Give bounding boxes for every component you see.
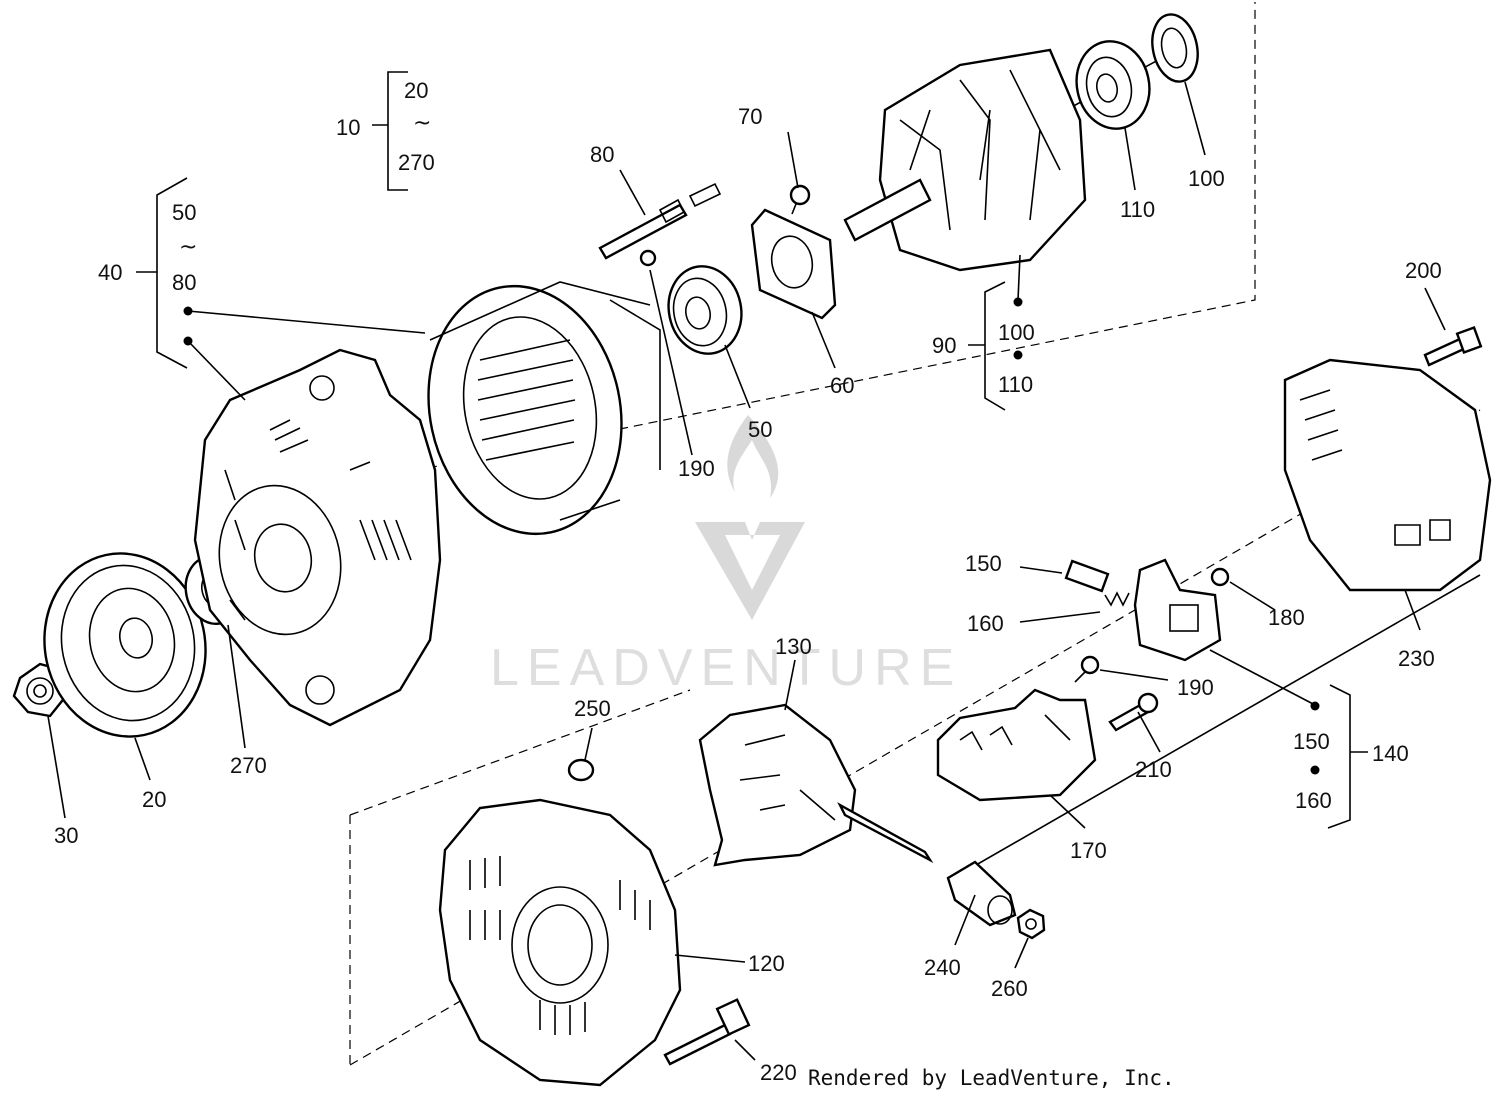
- insulator-240: [946, 860, 1017, 927]
- label-150-sub: 150: [1293, 729, 1330, 754]
- render-credit: Rendered by LeadVenture, Inc.: [808, 1066, 1175, 1090]
- label-260: 260: [991, 976, 1028, 1001]
- rotor-90: [843, 48, 1087, 272]
- label-90: 90: [932, 333, 956, 358]
- screw-190-lower: [1074, 655, 1100, 683]
- label-20: 20: [142, 787, 166, 812]
- label-30: 30: [54, 823, 78, 848]
- watermark-text: LEADVENTURE: [490, 639, 962, 697]
- rectifier-130: [698, 703, 934, 867]
- label-80: 80: [590, 142, 614, 167]
- label-270-range: 270: [398, 150, 435, 175]
- nut-250: [567, 758, 595, 782]
- label-170: 170: [1070, 838, 1107, 863]
- label-40: 40: [98, 260, 122, 285]
- rear-end-frame-120: [438, 798, 682, 1087]
- bearing-50: [667, 265, 743, 355]
- label-10: 10: [336, 115, 360, 140]
- label-50: 50: [748, 417, 772, 442]
- leadventure-watermark-logo: LEADVENTURE: [490, 415, 962, 697]
- label-110: 110: [1120, 197, 1155, 222]
- bracket-40: [136, 177, 188, 369]
- label-140: 140: [1372, 741, 1409, 766]
- bracket-90: [968, 281, 1006, 411]
- label-150: 150: [965, 551, 1002, 576]
- bolt-220: [663, 998, 751, 1066]
- label-50-range: 50: [172, 200, 196, 225]
- regulator-170: [936, 688, 1097, 802]
- label-60: 60: [830, 373, 854, 398]
- label-160-sub: 160: [1295, 788, 1332, 813]
- part-labels: 20 ~ 270 10 50 ~ 80 40 80 70 190 50 60 9…: [54, 78, 1442, 1085]
- label-range-symbol: ~: [413, 111, 431, 136]
- assembly-outline-upper: [427, 2, 1256, 469]
- pulley-20: [43, 552, 207, 738]
- label-270: 270: [230, 753, 267, 778]
- label-210: 210: [1135, 757, 1172, 782]
- bolt-200: [1423, 325, 1483, 367]
- screw-180: [1210, 567, 1230, 587]
- label-230: 230: [1398, 646, 1435, 671]
- label-20-range: 20: [404, 78, 428, 103]
- label-240: 240: [924, 955, 961, 980]
- label-range-symbol-2: ~: [179, 235, 197, 260]
- label-190-lower: 190: [1177, 675, 1214, 700]
- stator-40: [427, 281, 661, 536]
- label-100-sub: 100: [998, 320, 1035, 345]
- label-100: 100: [1188, 166, 1225, 191]
- label-120: 120: [748, 951, 785, 976]
- brush-150: [1064, 559, 1110, 593]
- retainer-plate-60: [750, 208, 837, 320]
- screw-70: [789, 184, 811, 215]
- label-250: 250: [574, 696, 611, 721]
- brush-holder-140: [1133, 558, 1222, 662]
- bolt-210: [1108, 692, 1159, 732]
- spring-160: [1104, 591, 1130, 607]
- drive-end-frame: [193, 348, 442, 727]
- label-180: 180: [1268, 605, 1305, 630]
- label-190-upper: 190: [678, 456, 715, 481]
- label-220: 220: [760, 1060, 797, 1085]
- rear-cover-230: [1283, 358, 1492, 592]
- bracket-140: [1327, 684, 1368, 829]
- screw-190-upper: [639, 249, 657, 267]
- seal-100: [1151, 13, 1199, 83]
- stud-bolt-80: [598, 182, 722, 260]
- leader-lines: [47, 81, 1446, 1061]
- label-110-sub: 110: [998, 372, 1033, 397]
- label-160: 160: [967, 611, 1004, 636]
- label-70: 70: [738, 104, 762, 129]
- label-130: 130: [775, 634, 812, 659]
- label-80-range: 80: [172, 270, 196, 295]
- bracket-10: [372, 71, 408, 191]
- nut-260: [1016, 908, 1046, 940]
- bearing-110: [1075, 40, 1151, 130]
- bullet-dots: [183, 297, 1320, 775]
- label-200: 200: [1405, 258, 1442, 283]
